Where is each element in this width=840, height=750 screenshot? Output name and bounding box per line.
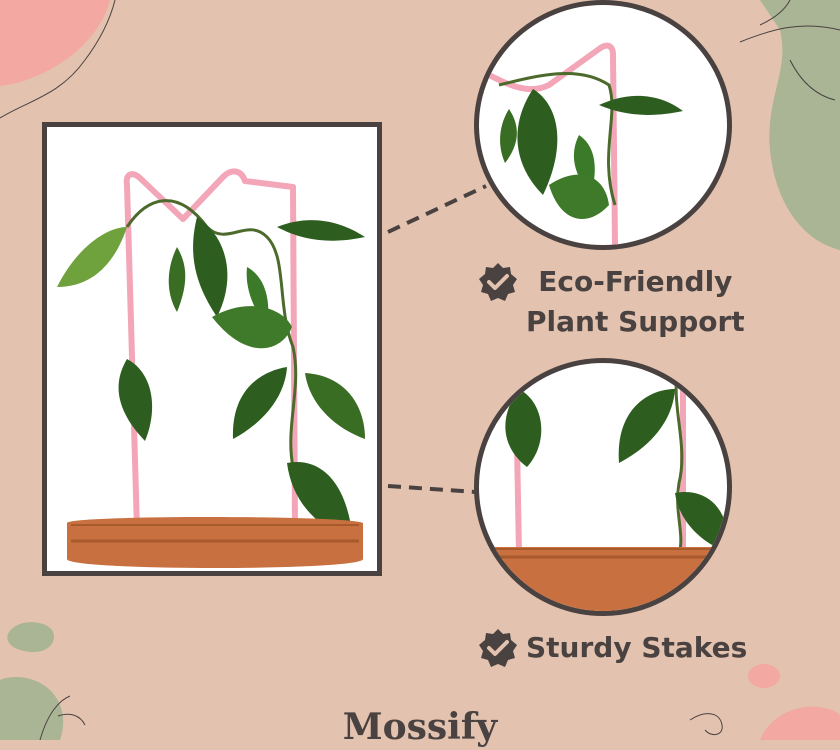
- vine: [674, 363, 684, 556]
- leaf: [232, 367, 287, 439]
- pink-blob-top-left: [0, 0, 110, 86]
- feature-title-line-2: Plant Support: [526, 305, 745, 338]
- leaf: [305, 373, 365, 439]
- leaf: [517, 89, 558, 195]
- product-photo-frame: [42, 122, 382, 576]
- leaf: [618, 389, 675, 463]
- leaf: [500, 109, 517, 163]
- leaf: [212, 306, 292, 349]
- check-badge-icon: [479, 629, 517, 667]
- green-blob-corner-bottom-left: [0, 677, 64, 740]
- check-badge-icon: [479, 263, 517, 301]
- leaf: [599, 95, 683, 115]
- leaf: [57, 227, 127, 287]
- zoom-circle-top: [474, 0, 732, 250]
- feature-title: Sturdy Stakes: [526, 631, 748, 664]
- leaf-doodle-top-right: [739, 0, 840, 101]
- zoom-circle-bottom: [474, 358, 732, 616]
- feature-sturdy-stakes: Sturdy Stakes: [478, 628, 747, 668]
- leaf-doodle-bottom-left: [39, 695, 86, 740]
- leaf: [193, 217, 228, 317]
- leaf: [505, 389, 542, 467]
- plant-trellis-illustration: [57, 168, 365, 568]
- brand-name: Mossify: [342, 706, 498, 748]
- feature-eco-friendly: Eco-Friendly Plant Support: [478, 262, 745, 342]
- leaf: [277, 220, 365, 241]
- leaf: [675, 492, 727, 553]
- line-doodle-top-left: [0, 0, 116, 119]
- stake-base-closeup: [479, 363, 727, 611]
- green-blob-bottom-left: [7, 622, 54, 652]
- vine: [498, 72, 617, 206]
- pink-stake: [123, 168, 298, 532]
- line-doodle-bottom-right: [689, 713, 723, 736]
- green-blob-top-right: [760, 0, 840, 250]
- vine: [125, 199, 298, 468]
- leaf: [168, 247, 186, 312]
- leaf: [118, 359, 153, 441]
- feature-title-line-1: Eco-Friendly: [538, 265, 733, 298]
- pink-blob-bottom-right-small: [748, 664, 780, 688]
- stake-top-closeup: [486, 42, 683, 245]
- leaf: [549, 174, 609, 219]
- pink-stake: [514, 440, 522, 558]
- pink-blob-bottom-right: [760, 706, 840, 740]
